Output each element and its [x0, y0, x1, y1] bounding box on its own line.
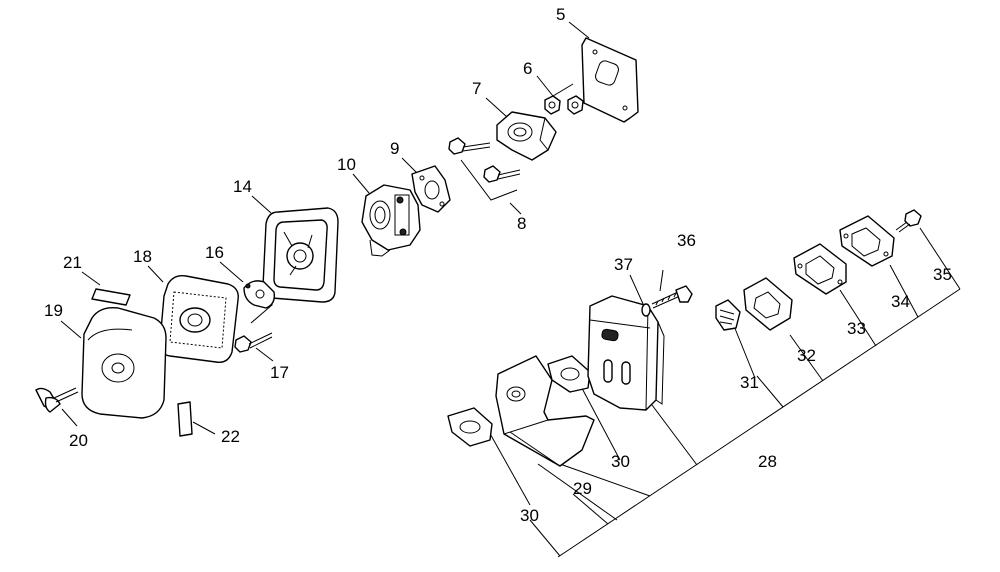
part-35-bolt: [895, 209, 922, 233]
part-8-bolts: [448, 137, 521, 183]
callout-18: 18: [133, 247, 152, 266]
part-30-lower-gasket: [447, 407, 493, 447]
part-29-muffler-plate: [495, 355, 595, 467]
callout-35: 35: [933, 265, 952, 284]
callout-31: 31: [740, 373, 759, 392]
part-22-label: [177, 401, 193, 437]
part-32-gasket: [743, 277, 793, 331]
part-34-gasket: [839, 215, 895, 267]
callout-19: 19: [44, 301, 63, 320]
callout-6: 6: [523, 59, 532, 78]
callout-22: 22: [221, 427, 240, 446]
callout-16: 16: [205, 243, 224, 262]
callout-10: 10: [337, 155, 356, 174]
part-18-filter-element: [159, 274, 239, 363]
part-6-nuts: [544, 95, 584, 115]
part-14-air-cleaner-base: [262, 207, 339, 303]
part-10-carburetor: [361, 184, 421, 257]
callout-17: 17: [270, 363, 289, 382]
part-31-spark-arrester: [715, 299, 741, 331]
callout-5: 5: [556, 5, 565, 24]
callout-28: 28: [758, 452, 777, 471]
part-37-washer: [641, 303, 651, 317]
callout-21: 21: [63, 253, 82, 272]
callout-34: 34: [891, 292, 910, 311]
part-36-bolt: [651, 285, 693, 309]
callout-labels: 5 6 7 8 9 10 14 16 17 18 19 20 21 22 28 …: [44, 5, 952, 525]
callout-30-lower: 30: [520, 506, 539, 525]
callout-33: 33: [847, 319, 866, 338]
callout-20: 20: [69, 431, 88, 450]
callout-8: 8: [517, 214, 526, 233]
part-16-choke-plate: [243, 280, 276, 309]
part-5-gasket: [581, 37, 639, 123]
part-21-label: [91, 288, 131, 306]
callout-37: 37: [614, 255, 633, 274]
callout-30-upper: 30: [611, 452, 630, 471]
callout-29: 29: [573, 479, 592, 498]
callout-7: 7: [472, 79, 481, 98]
callout-9: 9: [390, 139, 399, 158]
part-30-upper-gasket: [547, 355, 591, 393]
part-20-wing-bolt: [35, 387, 79, 413]
callout-14: 14: [233, 177, 252, 196]
part-7-insulator: [496, 111, 557, 161]
part-33-plate: [793, 243, 847, 295]
part-19-air-cleaner-cover: [81, 307, 167, 419]
part-9-gasket: [411, 165, 451, 213]
callout-36: 36: [677, 231, 696, 250]
part-28-muffler: [587, 295, 665, 411]
part-17-screw: [234, 332, 273, 353]
